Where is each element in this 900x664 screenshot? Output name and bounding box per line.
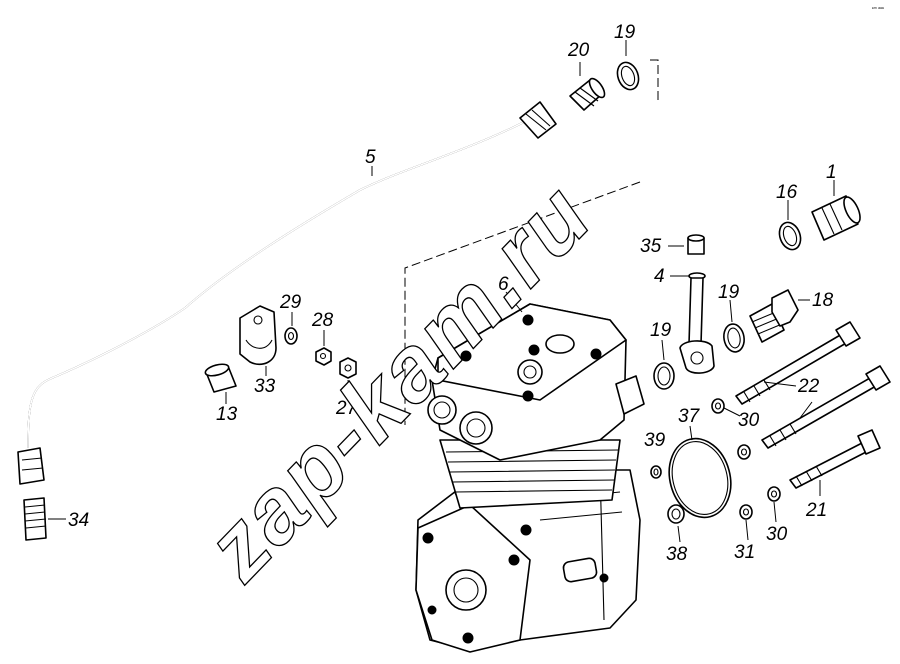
callout-28: 28 (311, 310, 334, 331)
leader-19-left (661, 339, 665, 361)
part-22-bolt-upper (735, 321, 861, 405)
callout-22: 22 (797, 376, 820, 397)
part-18-banjo-bolt (749, 289, 799, 343)
callout-4: 4 (654, 266, 665, 287)
part-34-fitting (23, 497, 47, 541)
part-19-seal-ring-mid (723, 323, 745, 353)
part-6-compressor (415, 303, 645, 653)
leader-19-mid (729, 299, 733, 323)
callout-33: 33 (254, 376, 276, 397)
corner-code: ᵉᵐ ᵃᵃᵃ (872, 6, 884, 12)
part-5-air-pipe (17, 101, 557, 485)
part-39-ring (650, 465, 662, 479)
part-31-washer (739, 504, 753, 520)
callout-39: 39 (644, 430, 666, 451)
callout-18: 18 (812, 290, 834, 311)
leader-6 (505, 291, 523, 313)
callout-30-top: 30 (738, 410, 760, 431)
part-21-bolt (789, 429, 881, 489)
part-30-washer-top (711, 398, 725, 414)
leader-22 (763, 381, 813, 419)
leader-30 (723, 407, 777, 523)
leader-37 (689, 425, 693, 441)
callout-31: 31 (734, 542, 755, 563)
part-30-washer-mid (737, 444, 751, 460)
callout-5: 5 (365, 147, 376, 168)
part-33-clamp (239, 305, 277, 366)
part-35-cap (687, 234, 705, 255)
part-19-seal-ring-left (653, 362, 675, 390)
callout-37: 37 (678, 406, 701, 427)
callout-6: 6 (498, 274, 509, 295)
callout-19-top: 19 (614, 22, 636, 43)
leader-38 (677, 525, 681, 543)
part-37-gasket (668, 437, 732, 519)
callout-34: 34 (68, 510, 89, 531)
callout-35: 35 (640, 236, 662, 257)
part-4-tube (679, 272, 715, 374)
part-13-bush (204, 363, 237, 393)
leader-31 (745, 519, 749, 541)
callout-21: 21 (805, 500, 827, 521)
callout-13: 13 (216, 404, 238, 425)
part-30-washer-bottom (767, 486, 781, 502)
callout-30-bottom: 30 (766, 524, 788, 545)
part-29-washer (284, 327, 298, 345)
callout-27: 27 (335, 398, 359, 419)
callout-20: 20 (567, 40, 590, 61)
part-22-bolt-lower (761, 365, 891, 449)
callout-38: 38 (666, 544, 688, 565)
part-20-union (569, 77, 606, 111)
callout-16: 16 (776, 182, 798, 203)
part-16-seal-ring (778, 221, 802, 251)
assembly-dashed-line (404, 59, 659, 425)
part-28-nut (315, 347, 332, 366)
callout-29: 29 (279, 292, 302, 313)
part-19-seal-ring-top (616, 61, 640, 91)
callout-1: 1 (826, 162, 837, 183)
leader-27 (347, 379, 351, 399)
callout-19-mid: 19 (718, 282, 740, 303)
part-38-ring (667, 504, 685, 524)
part-1-fitting (811, 195, 861, 241)
part-27-nut (339, 357, 357, 379)
callout-19-left: 19 (650, 320, 672, 341)
